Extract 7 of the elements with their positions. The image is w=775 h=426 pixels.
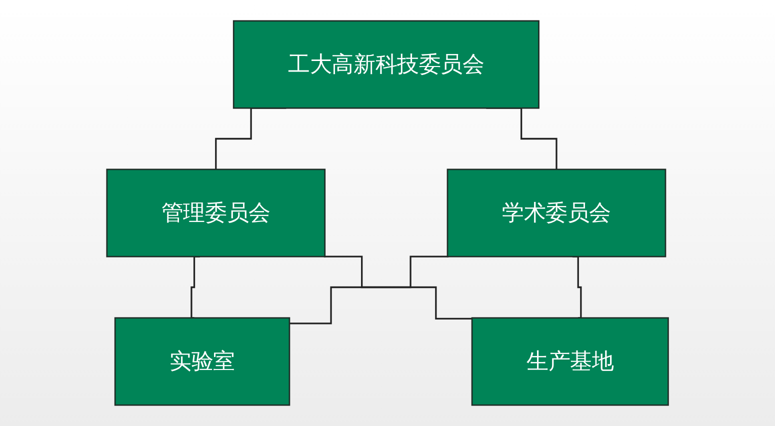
node-box: 实验室: [114, 317, 290, 406]
connector: [289, 256, 448, 324]
node-box: 学术委员会: [446, 168, 666, 258]
node-box: 管理委员会: [106, 168, 326, 258]
connector: [324, 256, 472, 320]
node-box: 工大高新科技委员会: [232, 20, 540, 109]
node-box: 生产基地: [471, 317, 669, 406]
